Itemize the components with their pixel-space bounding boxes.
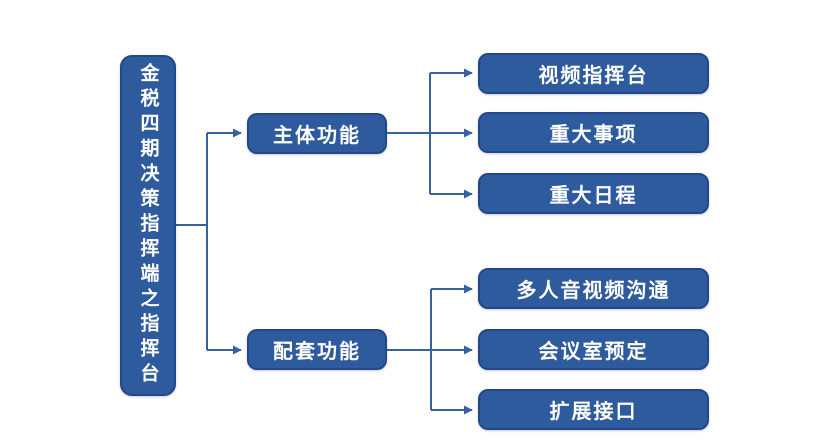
branch-node-label: 配套功能 [273, 341, 361, 363]
leaf-node-label: 视频指挥台 [538, 65, 649, 87]
leaf-node-label: 重大事项 [549, 124, 638, 146]
root-node-label: 金税四期决策指挥端之指挥台 [137, 63, 159, 388]
root-node: 金税四期决策指挥端之指挥台 [120, 55, 176, 396]
leaf-node-video-command: 视频指挥台 [478, 53, 709, 94]
branch-node-label: 主体功能 [273, 125, 361, 147]
leaf-node-label: 多人音视频沟通 [516, 280, 671, 302]
leaf-node-major-matters: 重大事项 [478, 112, 709, 153]
connector-branch-1-trunk [387, 289, 432, 410]
leaf-node-label: 扩展接口 [549, 401, 638, 423]
leaf-node-major-schedule: 重大日程 [478, 173, 709, 214]
leaf-node-meeting-room: 会议室预定 [478, 329, 709, 370]
connector-branch-0-trunk [387, 73, 431, 194]
leaf-node-extension-interface: 扩展接口 [478, 389, 709, 430]
leaf-node-label: 会议室预定 [538, 341, 649, 363]
branch-node-supporting-functions: 配套功能 [247, 329, 387, 370]
connector-root-trunk [176, 133, 208, 350]
leaf-node-multiperson-av: 多人音视频沟通 [478, 268, 709, 309]
leaf-node-label: 重大日程 [549, 185, 638, 207]
branch-node-main-functions: 主体功能 [247, 113, 387, 154]
